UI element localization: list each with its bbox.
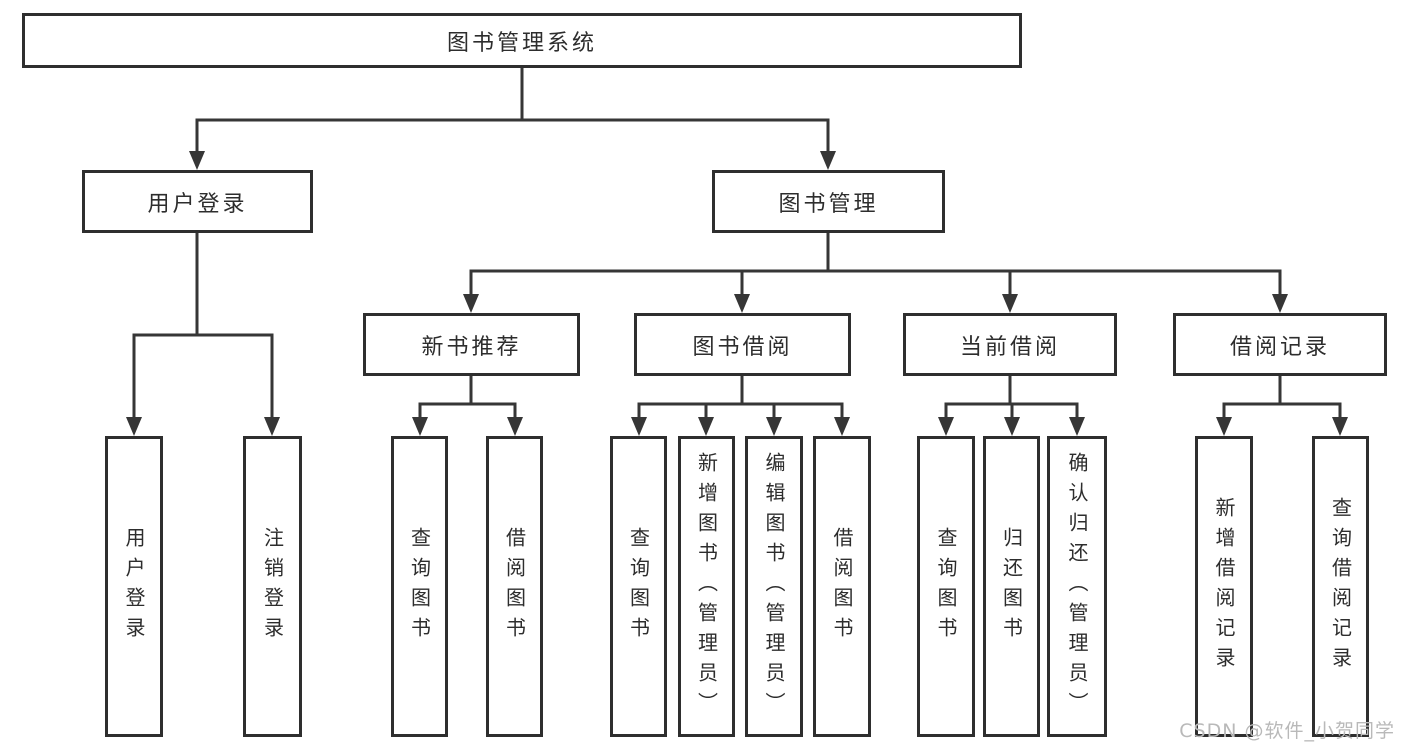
- leaf-record-query-borrow-record-label: 查询借阅记录: [1328, 496, 1353, 677]
- node-user-login: 用户登录: [82, 170, 313, 233]
- leaf-current-query-books: 查询图书: [917, 436, 975, 737]
- node-user-login-label: 用户登录: [147, 191, 248, 217]
- node-root-label: 图书管理系统: [446, 30, 597, 56]
- node-current-borrow-label: 当前借阅: [959, 334, 1060, 360]
- leaf-logout-label: 注销登录: [260, 526, 285, 647]
- csdn-watermark: CSDN @软件_小贺同学: [1179, 720, 1395, 742]
- leaf-borrow-query-books: 查询图书: [610, 436, 667, 737]
- leaf-current-confirm-return-admin: 确认归还（管理员）: [1047, 436, 1107, 737]
- leaf-borrow-borrow-books: 借阅图书: [813, 436, 871, 737]
- leaf-record-add-borrow-record-label: 新增借阅记录: [1212, 496, 1236, 677]
- node-borrow-record-label: 借阅记录: [1229, 334, 1330, 360]
- leaf-user-login-label: 用户登录: [122, 526, 146, 647]
- node-new-book-recommend-label: 新书推荐: [421, 334, 522, 360]
- leaf-newbook-borrow-books-label: 借阅图书: [502, 526, 527, 647]
- node-current-borrow: 当前借阅: [903, 313, 1117, 376]
- leaf-borrow-add-books-admin-label: 新增图书（管理员）: [694, 451, 719, 722]
- node-book-borrow: 图书借阅: [634, 313, 851, 376]
- leaf-borrow-edit-books-admin: 编辑图书（管理员）: [745, 436, 803, 737]
- leaf-borrow-add-books-admin: 新增图书（管理员）: [678, 436, 735, 737]
- leaf-borrow-query-books-label: 查询图书: [626, 526, 651, 647]
- leaf-current-confirm-return-admin-label: 确认归还（管理员）: [1065, 451, 1089, 722]
- leaf-user-login: 用户登录: [105, 436, 163, 737]
- node-book-management-label: 图书管理: [778, 191, 879, 217]
- node-borrow-record: 借阅记录: [1173, 313, 1387, 376]
- node-book-borrow-label: 图书借阅: [692, 334, 793, 360]
- leaf-logout: 注销登录: [243, 436, 302, 737]
- leaf-borrow-edit-books-admin-label: 编辑图书（管理员）: [762, 451, 786, 722]
- leaf-current-query-books-label: 查询图书: [934, 526, 958, 647]
- leaf-record-add-borrow-record: 新增借阅记录: [1195, 436, 1253, 737]
- node-book-management: 图书管理: [712, 170, 945, 233]
- leaf-newbook-query-books-label: 查询图书: [407, 526, 432, 647]
- leaf-borrow-borrow-books-label: 借阅图书: [830, 526, 854, 647]
- leaf-record-query-borrow-record: 查询借阅记录: [1312, 436, 1369, 737]
- leaf-newbook-borrow-books: 借阅图书: [486, 436, 543, 737]
- leaf-current-return-books: 归还图书: [983, 436, 1040, 737]
- node-new-book-recommend: 新书推荐: [363, 313, 580, 376]
- leaf-current-return-books-label: 归还图书: [999, 526, 1024, 647]
- node-root: 图书管理系统: [22, 13, 1022, 68]
- leaf-newbook-query-books: 查询图书: [391, 436, 448, 737]
